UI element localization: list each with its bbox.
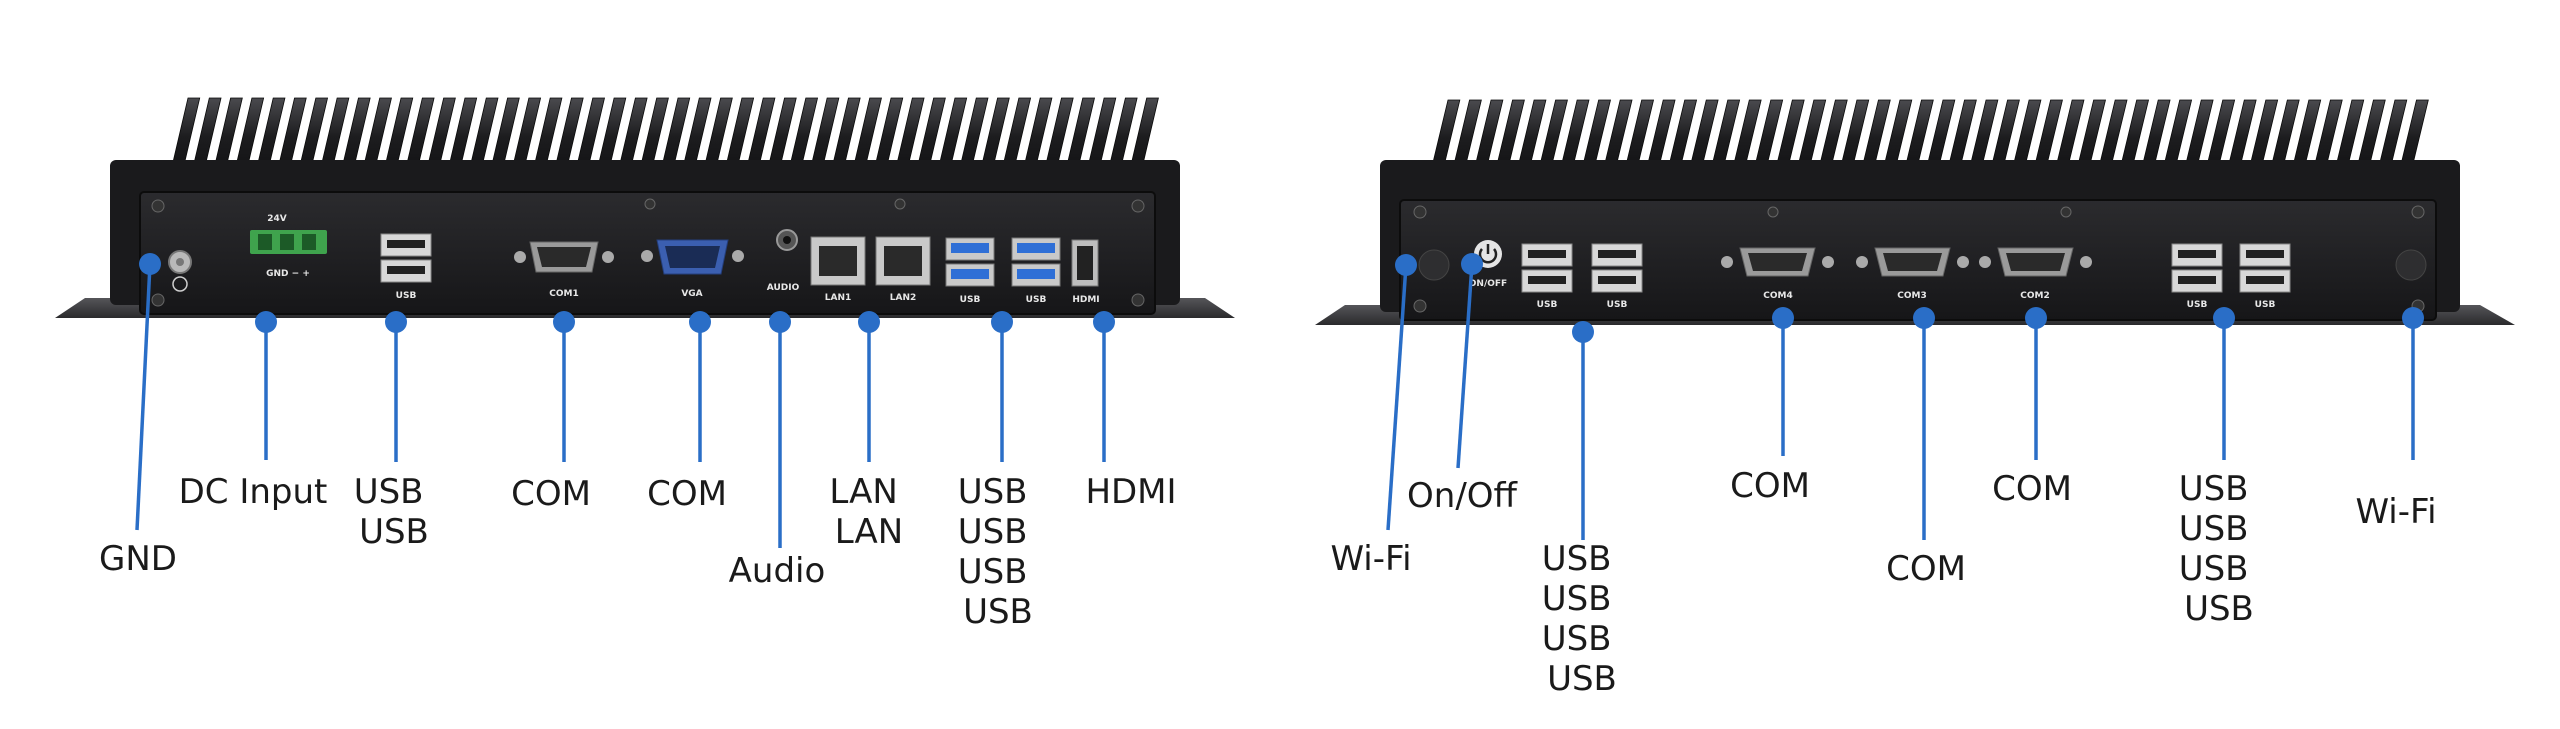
- label-usb-d: USB: [2255, 300, 2276, 310]
- label-com1: COM1: [549, 289, 578, 299]
- dot-com-b: [689, 311, 711, 333]
- lan-port-icon: [875, 236, 931, 286]
- callout-onoff: On/Off: [1407, 476, 1519, 516]
- callout-com-right-c: COM: [1992, 469, 2072, 509]
- screw-icon: [1413, 299, 1427, 313]
- callout-usb-pair: USB USB: [354, 472, 435, 552]
- dot-lan: [858, 311, 880, 333]
- dot-com-ra: [1772, 307, 1794, 329]
- dot-usb4-l: [1572, 321, 1594, 343]
- callout-leaders: [135, 253, 2424, 548]
- label-usb-b: USB: [1026, 295, 1047, 305]
- callout-usb-quad: USB USB USB USB: [958, 472, 1039, 632]
- usb-port-icon: [2239, 243, 2291, 293]
- dot-wifi-r: [2402, 307, 2424, 329]
- right-heatsink: [1429, 99, 2429, 176]
- db9-com-port-icon: [1979, 247, 2092, 277]
- screw-icon: [151, 293, 165, 307]
- dot-usb4: [991, 311, 1013, 333]
- label-lan1: LAN1: [825, 293, 852, 303]
- callout-wifi-left: Wi-Fi: [1330, 539, 1411, 579]
- usb-port-icon: [1521, 243, 1573, 293]
- label-vga: VGA: [681, 289, 702, 299]
- callout-gnd: GND: [99, 539, 177, 579]
- screw-icon: [1131, 199, 1145, 213]
- usb3-port-icon: [945, 237, 995, 287]
- label-audio: AUDIO: [767, 283, 800, 293]
- screw-icon: [894, 198, 906, 210]
- screw-icon: [644, 198, 656, 210]
- screw-icon: [1413, 205, 1427, 219]
- dot-audio: [769, 311, 791, 333]
- screw-icon: [2411, 205, 2425, 219]
- db9-com-port-icon: [1721, 247, 1834, 277]
- usb3-port-icon: [1011, 237, 1061, 287]
- label-usb-b: USB: [1607, 300, 1628, 310]
- db9-com-port-icon: [1856, 247, 1969, 277]
- label-com2: COM2: [2020, 291, 2049, 301]
- screw-icon: [151, 199, 165, 213]
- screw-icon: [2060, 206, 2072, 218]
- hdmi-port-icon: [1071, 239, 1099, 287]
- label-com3: COM3: [1897, 291, 1926, 301]
- db9-com-port-icon: [514, 241, 614, 273]
- usb-port-icon: [2171, 243, 2223, 293]
- callout-lan-pair: LAN LAN: [829, 472, 908, 552]
- dot-usb4-r: [2213, 307, 2235, 329]
- callout-wifi-right: Wi-Fi: [2355, 492, 2436, 532]
- right-unit: ON/OFF USB USB COM4: [1315, 99, 2515, 325]
- callout-usb-quad-right: USB USB USB USB: [2179, 469, 2260, 629]
- dot-dc: [255, 311, 277, 333]
- label-usb-a: USB: [960, 295, 981, 305]
- leader-gnd: [135, 263, 152, 531]
- label-usb: USB: [396, 291, 417, 301]
- wifi-antenna-icon: [1418, 249, 1450, 281]
- label-onoff: ON/OFF: [1469, 279, 1507, 289]
- label-usb-a: USB: [1537, 300, 1558, 310]
- callout-audio: Audio: [729, 551, 826, 591]
- wifi-antenna-icon: [2395, 249, 2427, 281]
- label-gnd-polarity: GND − +: [266, 269, 310, 279]
- leader-wifi-l: [1386, 264, 1408, 531]
- callout-dc-input: DC Input: [179, 472, 328, 512]
- left-heatsink: [169, 97, 1159, 176]
- callout-labels: GND DC Input USB USB COM COM Audio LAN L…: [99, 466, 2437, 699]
- label-24v: 24V: [267, 214, 287, 224]
- label-com4: COM4: [1763, 291, 1792, 301]
- dot-com-a: [553, 311, 575, 333]
- vga-port-icon: [641, 239, 744, 275]
- dot-usb2: [385, 311, 407, 333]
- dot-com-rc: [2025, 307, 2047, 329]
- dot-com-rb: [1913, 307, 1935, 329]
- label-usb-c: USB: [2187, 300, 2208, 310]
- screw-icon: [1767, 206, 1779, 218]
- lan-port-icon: [810, 236, 866, 286]
- label-hdmi: HDMI: [1072, 295, 1099, 305]
- dot-hdmi: [1093, 311, 1115, 333]
- callout-usb-quad-left: USB USB USB USB: [1542, 539, 1623, 699]
- audio-jack-icon: [776, 229, 798, 251]
- gnd-terminal-icon: [168, 250, 192, 292]
- dot-wifi-l: [1395, 254, 1417, 276]
- usb-port-icon: [380, 233, 432, 283]
- callout-com-right-a: COM: [1730, 466, 1810, 506]
- dc-input-connector-icon: [250, 230, 327, 254]
- screw-icon: [1131, 293, 1145, 307]
- dot-gnd: [139, 253, 161, 275]
- dot-onoff: [1461, 253, 1483, 275]
- leader-onoff: [1456, 263, 1474, 469]
- label-lan2: LAN2: [890, 293, 917, 303]
- callout-com-a: COM: [511, 474, 591, 514]
- callout-com-right-b: COM: [1886, 549, 1966, 589]
- callout-com-b: COM: [647, 474, 727, 514]
- usb-port-icon: [1591, 243, 1643, 293]
- left-unit: 24V GND − + USB COM1: [55, 97, 1235, 318]
- callout-hdmi: HDMI: [1085, 472, 1176, 512]
